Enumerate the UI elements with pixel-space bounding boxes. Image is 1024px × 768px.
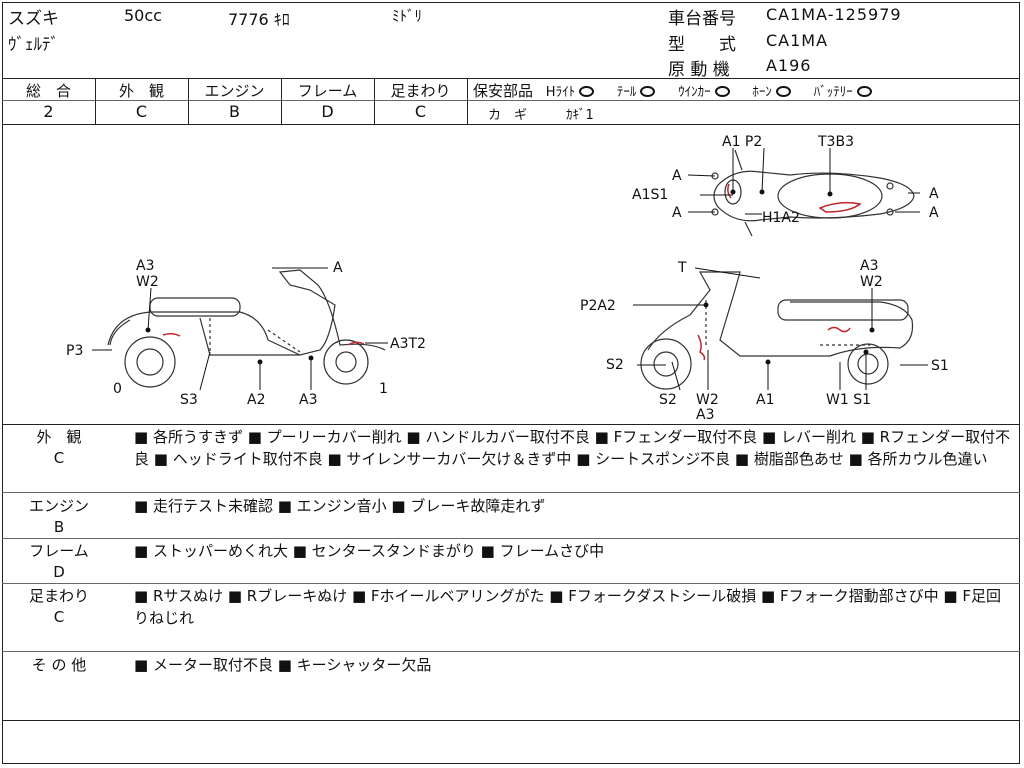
section-engine-label: エンジン bbox=[28, 497, 89, 515]
section-other-label: そ の 他 bbox=[31, 656, 87, 674]
label-right-W1S1: W1 S1 bbox=[826, 392, 871, 408]
label-left-P3: P3 bbox=[66, 343, 83, 359]
divider bbox=[2, 720, 1020, 721]
grade-suspension-label: 足まわり bbox=[390, 82, 451, 100]
label-left-A: A bbox=[333, 260, 343, 276]
grade-exterior-value: C bbox=[135, 102, 148, 121]
label-T3B3: T3B3 bbox=[817, 134, 854, 150]
label-A-right-2: A bbox=[929, 205, 939, 221]
section-exterior-grade: C bbox=[53, 449, 65, 467]
label-right-P2A2: P2A2 bbox=[580, 298, 616, 314]
label-A-top-left: A bbox=[672, 168, 682, 184]
damage-diagram: A1 P2 T3B3 A A1S1 A H1A2 A A A3 W2 A P3 … bbox=[66, 134, 949, 423]
label-A1S1: A1S1 bbox=[632, 187, 668, 203]
grade-frame-value: D bbox=[321, 102, 334, 121]
displacement: 50cc bbox=[124, 6, 162, 25]
section-frame-grade: D bbox=[53, 563, 65, 581]
divider bbox=[2, 100, 467, 101]
mileage: 7776 ｷﾛ bbox=[228, 10, 290, 29]
label-left-A3T2: A3T2 bbox=[390, 336, 426, 352]
divider bbox=[188, 78, 189, 124]
model-type: CA1MA bbox=[766, 31, 829, 50]
divider bbox=[2, 583, 1020, 584]
label-right-S1: S1 bbox=[931, 358, 949, 374]
body-color: ﾐﾄﾞﾘ bbox=[392, 7, 423, 25]
label-left-A3: A3 bbox=[136, 258, 154, 274]
ok-circle-icon bbox=[775, 86, 791, 97]
safety-parts-row: 保安部品 Hﾗｲﾄ ﾃｰﾙ ｳｲﾝｶｰ ﾎｰﾝ ﾊﾞｯﾃﾘｰ bbox=[473, 80, 872, 101]
section-engine-grade: B bbox=[53, 518, 65, 536]
divider bbox=[281, 78, 282, 124]
label-left-W2: W2 bbox=[136, 274, 159, 290]
divider bbox=[2, 651, 1020, 652]
divider bbox=[467, 100, 1020, 101]
safety-horn: ﾎｰﾝ bbox=[752, 85, 772, 100]
label-A1P2: A1 P2 bbox=[722, 134, 762, 150]
ok-circle-icon bbox=[640, 86, 656, 97]
label-right-S2-top: S2 bbox=[606, 357, 624, 373]
frame-number-label: 車台番号 bbox=[668, 9, 736, 29]
ok-circle-icon bbox=[714, 86, 730, 97]
grade-total-label: 総 合 bbox=[25, 82, 71, 100]
safety-headlight: Hﾗｲﾄ bbox=[545, 85, 576, 100]
grade-exterior-label: 外 観 bbox=[118, 82, 164, 100]
label-A-right-1: A bbox=[929, 186, 939, 202]
grade-frame-label: フレーム bbox=[297, 82, 358, 100]
model-type-label: 型 式 bbox=[668, 35, 736, 55]
divider bbox=[2, 492, 1020, 493]
scooter-top-view bbox=[711, 149, 915, 237]
section-exterior-text: ■ 各所うすきず ■ プーリーカバー削れ ■ ハンドルカバー取付不良 ■ Fフェ… bbox=[134, 428, 1011, 468]
divider bbox=[2, 538, 1020, 539]
divider bbox=[95, 78, 96, 124]
label-right-T: T bbox=[677, 260, 687, 276]
key-value: ｶｷﾞ1 bbox=[566, 108, 594, 123]
grade-engine-label: エンジン bbox=[204, 82, 265, 100]
label-left-A2: A2 bbox=[247, 392, 265, 408]
maker: スズキ bbox=[8, 9, 59, 29]
section-other-text: ■ メーター取付不良 ■ キーシャッター欠品 bbox=[134, 656, 432, 674]
grade-engine-value: B bbox=[229, 102, 240, 121]
label-right-A1: A1 bbox=[756, 392, 774, 408]
ok-circle-icon bbox=[579, 86, 595, 97]
scooter-left-view bbox=[107, 269, 386, 388]
section-suspension-grade: C bbox=[53, 608, 65, 626]
label-left-zero: 0 bbox=[113, 381, 122, 397]
grade-suspension-value: C bbox=[414, 102, 427, 121]
label-right-S2-bottom: S2 bbox=[659, 392, 677, 408]
label-right-W2: W2 bbox=[696, 392, 719, 408]
safety-battery: ﾊﾞｯﾃﾘｰ bbox=[813, 85, 853, 100]
label-right-A3: A3 bbox=[696, 407, 714, 423]
divider bbox=[2, 124, 1020, 125]
section-frame-text: ■ ストッパーめくれ大 ■ センタースタンドまがり ■ フレームさび中 bbox=[134, 542, 605, 560]
key-label: カ ギ bbox=[488, 108, 528, 123]
engine-code-label: 原 動 機 bbox=[668, 60, 730, 80]
label-right-A3: A3 bbox=[860, 258, 878, 274]
ok-circle-icon bbox=[856, 86, 872, 97]
safety-parts-label: 保安部品 bbox=[473, 82, 534, 100]
safety-winker: ｳｲﾝｶｰ bbox=[678, 85, 711, 100]
model-name: ｳﾞｪﾙﾃﾞ bbox=[8, 35, 59, 55]
frame-number: CA1MA-125979 bbox=[766, 5, 902, 24]
divider bbox=[2, 78, 1020, 79]
divider bbox=[467, 78, 468, 124]
section-frame-label: フレーム bbox=[29, 542, 89, 560]
label-H1A2: H1A2 bbox=[762, 210, 800, 226]
label-left-one: 1 bbox=[379, 381, 388, 397]
safety-tail: ﾃｰﾙ bbox=[616, 85, 637, 100]
label-left-S3: S3 bbox=[180, 392, 198, 408]
section-engine-text: ■ 走行テスト未確認 ■ エンジン音小 ■ ブレーキ故障走れず bbox=[134, 497, 546, 515]
section-exterior-label: 外 観 bbox=[36, 428, 82, 446]
label-left-A3: A3 bbox=[299, 392, 317, 408]
engine-code: A196 bbox=[766, 56, 812, 75]
section-suspension-label: 足まわり bbox=[28, 587, 89, 605]
section-suspension-text: ■ Rサスぬけ ■ Rブレーキぬけ ■ Fホイールベアリングがた ■ Fフォーク… bbox=[134, 587, 1001, 627]
divider bbox=[2, 424, 1020, 425]
divider bbox=[374, 78, 375, 124]
damage-marks bbox=[162, 183, 862, 361]
label-A-bottom-left: A bbox=[672, 205, 682, 221]
grade-total-value: 2 bbox=[43, 102, 54, 121]
label-right-W2: W2 bbox=[860, 274, 883, 290]
